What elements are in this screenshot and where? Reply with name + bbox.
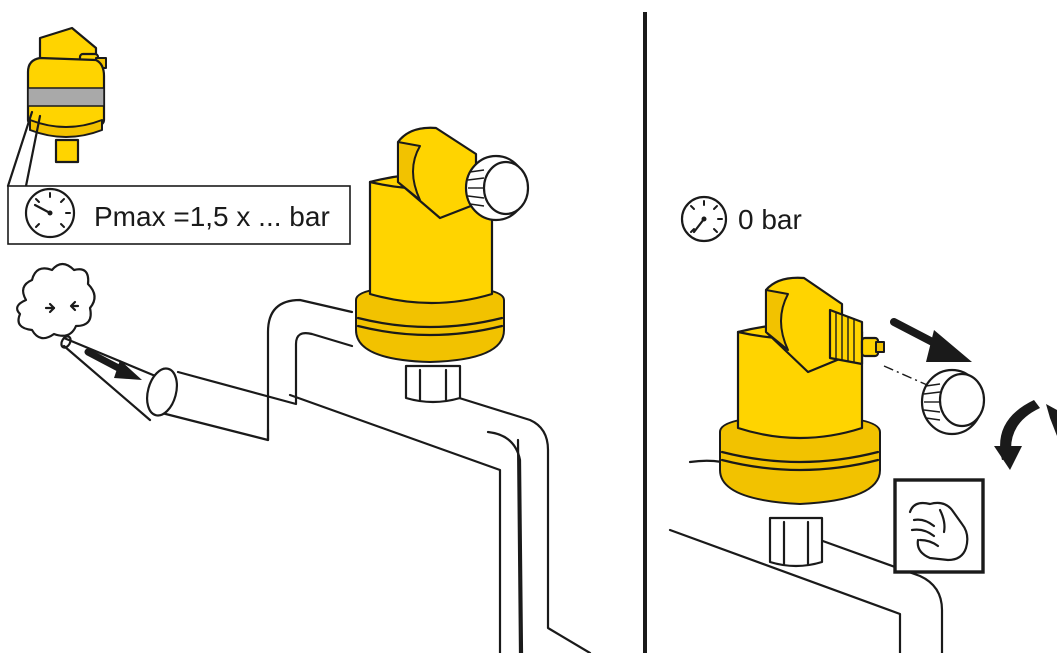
hand-icon — [893, 478, 985, 574]
air-vent-uncapped-illustration — [719, 276, 885, 568]
pressure-gauge-icon-right — [680, 195, 728, 243]
pull-arrow-icon — [890, 318, 972, 362]
right-panel: 0 bar — [668, 195, 1057, 653]
removed-cap — [920, 368, 986, 436]
leak-cloud-icon — [16, 262, 96, 349]
small-air-vent-illustration — [6, 26, 107, 188]
rotate-arrow-icon — [994, 400, 1057, 470]
pressure-zero-label: 0 bar — [738, 204, 802, 235]
pressure-max-label: Pmax =1,5 x ... bar — [94, 201, 330, 232]
arrow-icon — [84, 348, 142, 380]
pipe-illustration — [146, 298, 592, 653]
pressure-gauge-icon — [24, 187, 76, 239]
left-panel: Pmax =1,5 x ... bar — [6, 26, 592, 653]
valve-cap — [464, 154, 530, 222]
large-air-vent-illustration — [355, 126, 530, 404]
